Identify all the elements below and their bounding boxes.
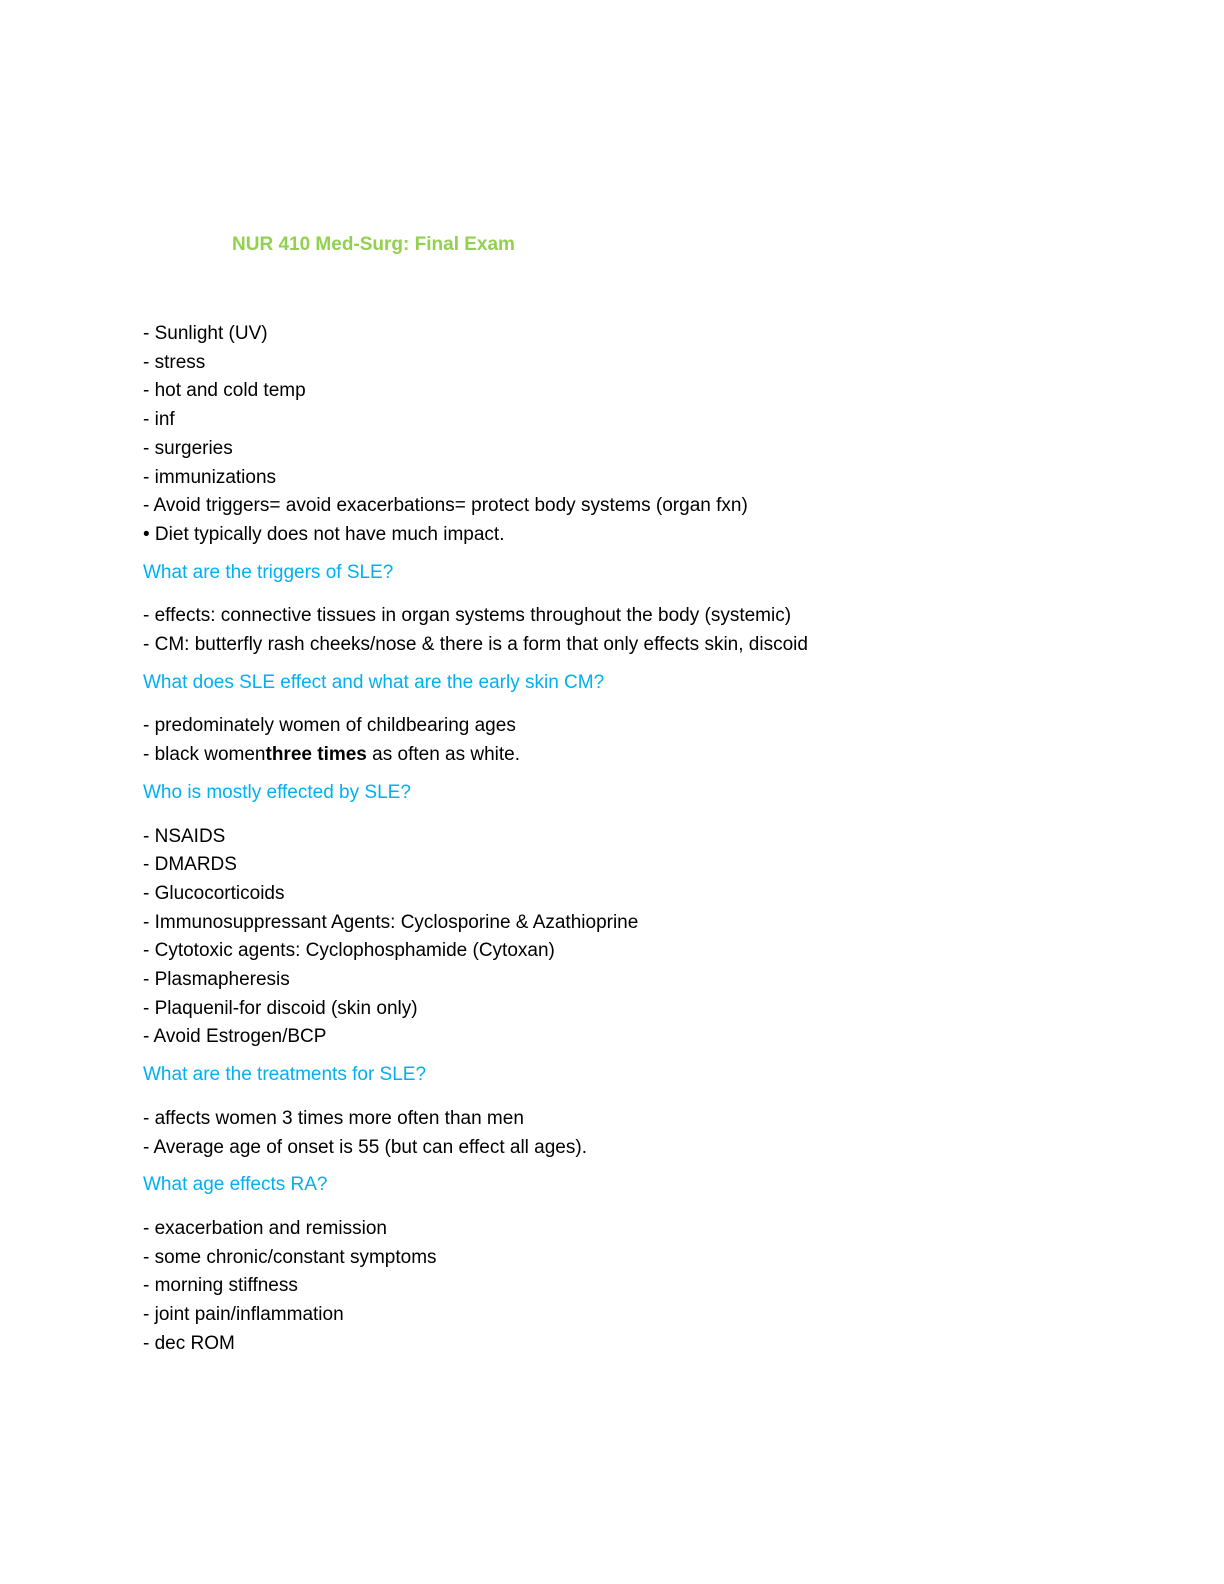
note-line: - stress	[143, 351, 206, 373]
note-line: - predominately women of childbearing ag…	[143, 715, 516, 737]
question-heading: Who is mostly effected by SLE?	[143, 781, 411, 803]
note-line: - CM: butterfly rash cheeks/nose & there…	[143, 634, 808, 656]
question-heading: What age effects RA?	[143, 1174, 328, 1196]
note-line: - affects women 3 times more often than …	[143, 1107, 524, 1129]
note-line: - Plasmapheresis	[143, 969, 290, 991]
note-line: - Plaquenil-for discoid (skin only)	[143, 997, 418, 1019]
question-heading: What does SLE effect and what are the ea…	[143, 671, 605, 693]
note-line: - dec ROM	[143, 1332, 235, 1354]
answer-block: - affects women 3 times more often than …	[143, 1105, 1143, 1162]
note-line: - exacerbation and remission	[143, 1217, 387, 1239]
note-line: - Average age of onset is 55 (but can ef…	[143, 1136, 587, 1158]
note-line: - inf	[143, 409, 175, 431]
note-line: - Sunlight (UV)	[143, 323, 268, 344]
answer-block: - effects: connective tissues in organ s…	[143, 602, 1143, 659]
document-body: - Sunlight (UV) - stress - hot and cold te…	[143, 320, 1143, 1359]
answer-block: - exacerbation and remission - some chron…	[143, 1215, 1143, 1359]
note-line: - Avoid Estrogen/BCP	[143, 1026, 327, 1048]
note-line: - some chronic/constant symptoms	[143, 1246, 437, 1268]
note-line: - immunizations	[143, 466, 277, 488]
note-line: - Avoid triggers= avoid exacerbations= p…	[143, 495, 748, 517]
note-line: - hot and cold temp	[143, 380, 306, 402]
question-heading: What are the triggers of SLE?	[143, 561, 394, 583]
note-line: - black womenthree times as often as whi…	[143, 741, 1143, 770]
note-line: - surgeries	[143, 437, 233, 459]
document-title: NUR 410 Med-Surg: Final Exam	[232, 234, 515, 255]
note-line: - Cytotoxic agents: Cyclophosphamide (Cy…	[143, 940, 555, 962]
note-line: - joint pain/inflammation	[143, 1304, 344, 1326]
note-line: - effects: connective tissues in organ s…	[143, 605, 792, 627]
note-line: - morning stiffness	[143, 1275, 298, 1297]
note-text: as often as white.	[366, 744, 521, 766]
note-text: - black women	[143, 744, 266, 766]
note-line: - DMARDS	[143, 854, 237, 876]
emphasis-text: three times	[265, 744, 367, 766]
note-line: - Immunosuppressant Agents: Cyclosporine…	[143, 911, 639, 933]
note-line: - NSAIDS	[143, 825, 226, 847]
note-line: • Diet typically does not have much impa…	[143, 523, 505, 545]
answer-block: - NSAIDS - DMARDS - Glucocorticoids - Immun…	[143, 823, 1143, 1053]
answer-block: - predominately women of childbearing ag…	[143, 712, 1143, 769]
answer-block: - Sunlight (UV) - stress - hot and cold te…	[143, 320, 1143, 550]
note-line: - Glucocorticoids	[143, 882, 285, 904]
question-heading: What are the treatments for SLE?	[143, 1064, 427, 1086]
